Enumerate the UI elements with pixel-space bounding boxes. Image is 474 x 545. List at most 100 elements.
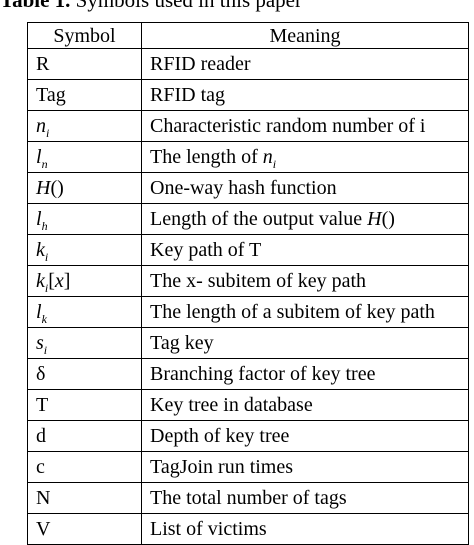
- table-caption-text: Symbols used in this paper: [75, 0, 302, 12]
- table-caption-label: Table 1.: [0, 0, 71, 12]
- symbol-subscript: i: [44, 281, 49, 295]
- symbol-cell: ki[x]: [27, 265, 142, 297]
- meaning-variable: H: [367, 208, 382, 230]
- table-row: lh Length of the output value H(): [27, 203, 469, 235]
- symbol-cell: T: [27, 389, 142, 421]
- header-symbol: Symbol: [27, 22, 142, 49]
- table-row: ni Characteristic random number of i: [27, 110, 469, 142]
- symbol-cell: c: [27, 451, 142, 483]
- symbol-bracket-close: ]: [63, 270, 71, 292]
- meaning-cell: The total number of tags: [141, 482, 469, 514]
- symbol-bracket-open: [: [48, 270, 55, 292]
- meaning-variable: n: [262, 146, 273, 168]
- meaning-text: One-way hash function: [150, 177, 337, 199]
- meaning-text: Key path of T: [150, 239, 262, 261]
- meaning-cell: The length of ni: [141, 141, 469, 173]
- table-row: R RFID reader: [27, 48, 469, 80]
- meaning-text: The total number of tags: [150, 487, 347, 509]
- meaning-cell: Key tree in database: [141, 389, 469, 421]
- symbol-text: N: [36, 487, 51, 509]
- meaning-text: TagJoin run times: [150, 456, 294, 478]
- table-row: d Depth of key tree: [27, 420, 469, 452]
- meaning-text: The length of a subitem of key path: [150, 301, 435, 323]
- symbol-cell: si: [27, 327, 142, 359]
- symbol-subscript: h: [41, 219, 48, 233]
- symbol-cell: δ: [27, 358, 142, 390]
- symbol-text: k: [36, 239, 45, 261]
- meaning-text: List of victims: [150, 518, 267, 540]
- meaning-cell: Characteristic random number of i: [141, 110, 469, 142]
- symbol-subscript: n: [41, 157, 48, 171]
- meaning-cell: Depth of key tree: [141, 420, 469, 452]
- symbol-text: n: [36, 115, 46, 137]
- meaning-text: The length of: [150, 146, 263, 168]
- symbol-cell: ln: [27, 141, 142, 173]
- meaning-cell: Branching factor of key tree: [141, 358, 469, 390]
- symbol-cell: H(): [27, 172, 142, 204]
- symbol-cell: lh: [27, 203, 142, 235]
- table-row: ki Key path of T: [27, 234, 469, 266]
- table-row: ln The length of ni: [27, 141, 469, 173]
- symbol-subscript: i: [44, 250, 49, 264]
- symbol-bracket-variable: x: [54, 270, 64, 292]
- symbol-cell: R: [27, 48, 142, 80]
- symbol-cell: Tag: [27, 79, 142, 111]
- symbol-cell: V: [27, 513, 142, 545]
- symbol-text: T: [36, 394, 49, 416]
- table-row: ki[x] The x- subitem of key path: [27, 265, 469, 297]
- symbol-subscript: k: [41, 312, 47, 326]
- table-row: c TagJoin run times: [27, 451, 469, 483]
- table-row: Tag RFID tag: [27, 79, 469, 111]
- symbol-cell: d: [27, 420, 142, 452]
- meaning-text: Branching factor of key tree: [150, 363, 376, 385]
- table-row: T Key tree in database: [27, 389, 469, 421]
- meaning-text: Depth of key tree: [150, 425, 290, 447]
- symbol-subscript: i: [43, 343, 48, 357]
- symbol-text: k: [36, 270, 45, 292]
- symbols-table: Symbol Meaning R RFID reader Tag RFID ta…: [27, 22, 469, 545]
- symbol-text: l: [36, 146, 42, 168]
- symbol-text: l: [36, 301, 42, 323]
- symbol-text: Tag: [36, 84, 66, 106]
- symbol-cell: lk: [27, 296, 142, 328]
- meaning-text: Characteristic random number of i: [150, 115, 426, 137]
- symbol-cell: ki: [27, 234, 142, 266]
- symbol-text: H: [36, 177, 51, 199]
- meaning-cell: The length of a subitem of key path: [141, 296, 469, 328]
- symbol-text: s: [36, 332, 44, 354]
- table-row: N The total number of tags: [27, 482, 469, 514]
- meaning-text: RFID reader: [150, 53, 251, 75]
- table-row: lk The length of a subitem of key path: [27, 296, 469, 328]
- symbol-suffix: (): [50, 177, 64, 199]
- meaning-variable-suffix: (): [381, 208, 395, 230]
- meaning-variable-subscript: i: [272, 157, 277, 171]
- meaning-text: RFID tag: [150, 84, 225, 106]
- header-meaning: Meaning: [141, 22, 469, 49]
- meaning-cell: Length of the output value H(): [141, 203, 469, 235]
- symbol-text: R: [36, 53, 50, 75]
- symbol-text: d: [36, 425, 46, 447]
- symbol-text: V: [36, 518, 51, 540]
- table-caption: Table 1. Symbols used in this paper: [0, 0, 302, 13]
- meaning-text: Tag key: [150, 332, 214, 354]
- table-row: V List of victims: [27, 513, 469, 545]
- meaning-cell: The x- subitem of key path: [141, 265, 469, 297]
- meaning-cell: RFID tag: [141, 79, 469, 111]
- symbol-cell: ni: [27, 110, 142, 142]
- meaning-cell: One-way hash function: [141, 172, 469, 204]
- meaning-text: Length of the output value: [150, 208, 368, 230]
- meaning-cell: RFID reader: [141, 48, 469, 80]
- symbol-text: l: [36, 208, 42, 230]
- table-row: H() One-way hash function: [27, 172, 469, 204]
- symbol-text: c: [36, 456, 45, 478]
- meaning-cell: Key path of T: [141, 234, 469, 266]
- meaning-text: The x- subitem of key path: [150, 270, 367, 292]
- meaning-cell: List of victims: [141, 513, 469, 545]
- symbol-cell: N: [27, 482, 142, 514]
- meaning-cell: Tag key: [141, 327, 469, 359]
- meaning-text: Key tree in database: [150, 394, 313, 416]
- meaning-cell: TagJoin run times: [141, 451, 469, 483]
- symbol-subscript: i: [46, 126, 50, 140]
- table-row: si Tag key: [27, 327, 469, 359]
- table-header-row: Symbol Meaning: [27, 22, 469, 49]
